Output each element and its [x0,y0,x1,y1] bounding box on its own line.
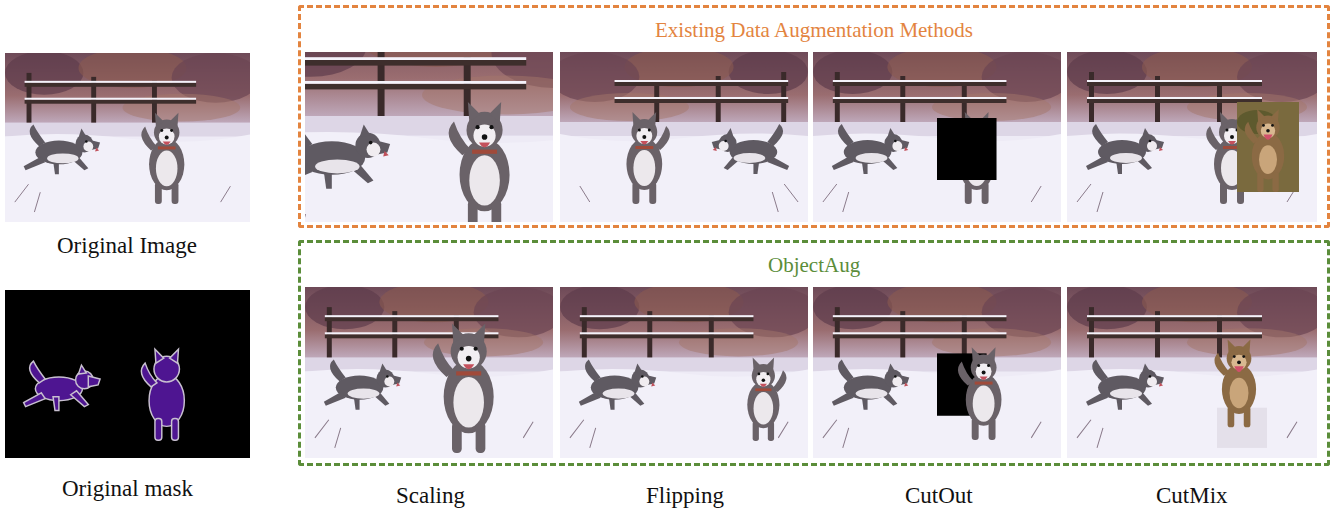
group-title: ObjectAug [762,252,866,278]
existing-flipping-image [550,47,808,222]
dashed-group-box: ObjectAug [298,240,1330,466]
existing-cutout-image [813,47,1071,222]
existing-cutmix-image [1067,47,1327,222]
image-caption: Scaling [396,482,465,510]
original-mask [5,290,250,458]
image-caption: CutMix [1156,482,1228,510]
group-title: Existing Data Augmentation Methods [649,17,979,43]
objectaug-scaling-image [305,282,563,458]
original-image [5,48,260,222]
image-caption: CutOut [905,482,973,510]
dashed-group-box: Existing Data Augmentation Methods [298,5,1330,228]
image-caption: Flipping [646,482,724,510]
objectaug-cutmix-image [1067,282,1327,458]
objectaug-cutout-image [813,282,1071,458]
image-caption: Original Image [57,232,197,260]
objectaug-flipping-image [560,282,818,458]
image-caption: Original mask [62,475,193,503]
